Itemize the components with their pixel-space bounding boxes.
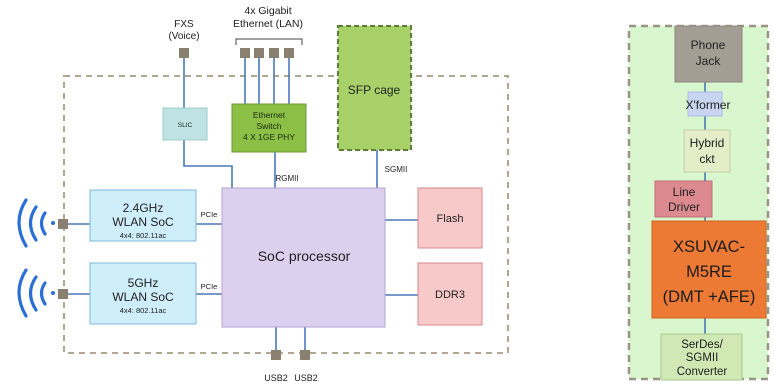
rgmii-label: RGMII bbox=[275, 174, 298, 183]
wlan-5ghz-subtitle: WLAN SoC bbox=[112, 290, 174, 304]
wlan-5ghz-box bbox=[89, 262, 197, 325]
xsuvac-line2: M5RE bbox=[686, 263, 732, 281]
slic-label: SLIC bbox=[178, 122, 193, 129]
serdes-box bbox=[660, 333, 743, 381]
sfp-cage-box bbox=[337, 25, 412, 151]
slic-box bbox=[162, 107, 208, 141]
wlan-5ghz-title: 5GHz bbox=[128, 276, 159, 290]
wlan-24ghz-title: 2.4GHz bbox=[123, 201, 164, 215]
wifi-icon-top bbox=[17, 198, 55, 248]
xsuvac-line1: XSUVAC- bbox=[673, 238, 745, 256]
lan-port-4 bbox=[284, 48, 294, 58]
lan-port-3 bbox=[269, 48, 279, 58]
wlan-24ghz-box bbox=[89, 189, 197, 242]
lan-label-line2: Ethernet (LAN) bbox=[233, 18, 303, 30]
usb-label-1: USB2 bbox=[264, 373, 288, 383]
serdes-line1: SerDes/ bbox=[681, 339, 723, 351]
fxs-connector bbox=[179, 48, 189, 58]
pcie-label-bottom: PCIe bbox=[201, 282, 218, 291]
fxs-label-line1: FXS bbox=[174, 19, 194, 30]
fxs-label-line2: (Voice) bbox=[168, 31, 199, 42]
line-driver-box bbox=[654, 180, 713, 218]
phone-jack-line2: Jack bbox=[696, 54, 722, 68]
lan-label-line1: 4x Gigabit bbox=[244, 5, 291, 17]
soc-processor-box bbox=[221, 187, 386, 328]
serdes-line3: Converter bbox=[677, 366, 728, 378]
xformer-box bbox=[687, 91, 723, 117]
lan-port-1 bbox=[240, 48, 250, 58]
antenna-connector-2 bbox=[58, 289, 68, 299]
hybrid-line2: ckt bbox=[699, 152, 715, 166]
lan-ports bbox=[240, 48, 294, 58]
eth-switch-label-line3: 4 X 1GE PHY bbox=[243, 132, 295, 142]
line-driver-line2: Driver bbox=[668, 200, 700, 214]
ethernet-switch-box bbox=[231, 103, 307, 153]
wlan-24ghz-subtitle: WLAN SoC bbox=[112, 215, 174, 229]
soc-processor-label: SoC processor bbox=[258, 248, 351, 264]
lan-port-2 bbox=[254, 48, 264, 58]
hybrid-line1: Hybrid bbox=[690, 136, 725, 150]
usb-connector-1 bbox=[271, 350, 281, 360]
hybrid-ckt-box bbox=[683, 129, 731, 173]
phone-jack-line1: Phone bbox=[691, 38, 726, 52]
ddr3-label: DDR3 bbox=[435, 289, 465, 301]
wlan-24ghz-detail: 4x4: 802.11ac bbox=[120, 231, 167, 240]
sgmii-label: SGMII bbox=[385, 165, 408, 174]
xsuvac-line3: (DMT +AFE) bbox=[663, 288, 756, 306]
ddr3-box bbox=[417, 262, 483, 326]
flash-box bbox=[417, 187, 483, 249]
usb-label-2: USB2 bbox=[294, 373, 318, 383]
eth-switch-label-line1: Ethernet bbox=[253, 110, 286, 120]
pcie-label-top: PCIe bbox=[201, 210, 218, 219]
board-outline bbox=[63, 75, 509, 354]
xsuvac-chip-box bbox=[651, 220, 767, 319]
wlan-5ghz-detail: 4x4: 802.11ac bbox=[120, 306, 167, 315]
flash-label: Flash bbox=[437, 213, 464, 225]
xformer-label: X'former bbox=[686, 98, 731, 112]
lan-bracket bbox=[235, 38, 303, 45]
wifi-icon-bottom bbox=[17, 268, 55, 318]
serdes-line2: SGMII bbox=[686, 352, 719, 364]
line-driver-line1: Line bbox=[673, 185, 696, 199]
sfp-cage-label: SFP cage bbox=[348, 83, 401, 97]
phone-jack-box bbox=[674, 25, 743, 83]
eth-switch-label-line2: Switch bbox=[256, 121, 281, 131]
antenna-connector-1 bbox=[58, 219, 68, 229]
usb-connector-2 bbox=[300, 350, 310, 360]
